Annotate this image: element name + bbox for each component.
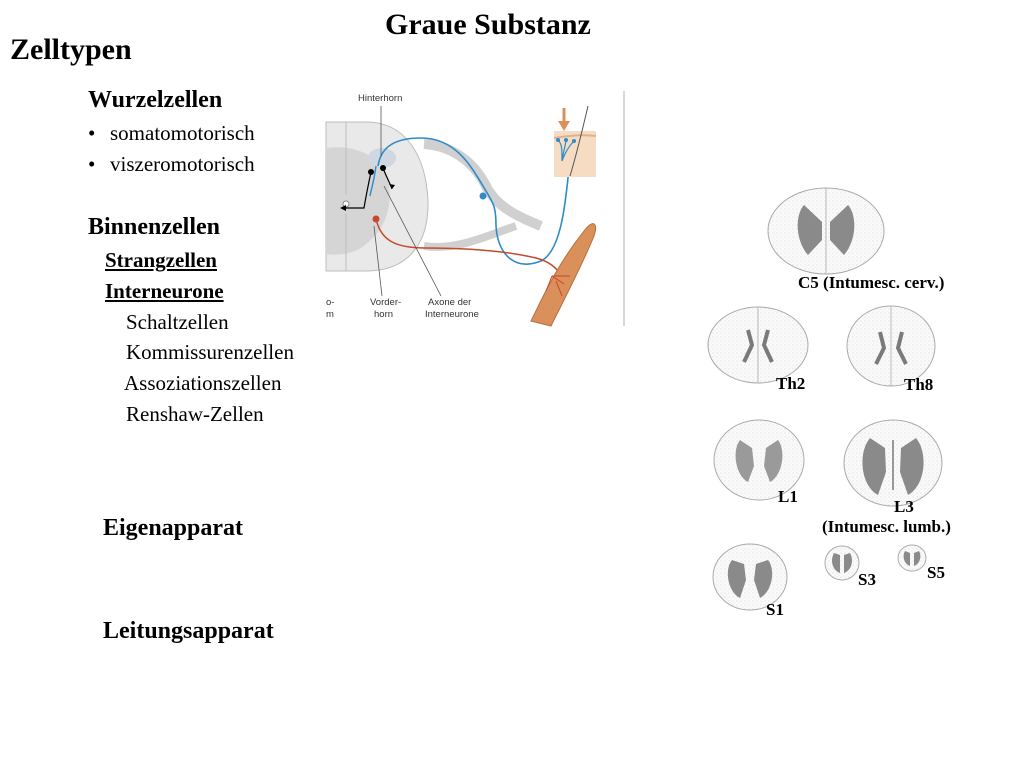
reflex-arc-drawing: [325, 91, 625, 327]
section-s1: [712, 543, 788, 611]
binnenzellen-heading: Binnenzellen: [88, 214, 221, 240]
cut-label: o-: [326, 297, 335, 308]
skin-inset: [554, 131, 596, 177]
eigenapparat-heading: Eigenapparat: [103, 515, 244, 541]
section-s3: [824, 545, 860, 581]
section-label-s5: S5: [927, 563, 945, 582]
leitungsapparat-heading: Leitungsapparat: [103, 618, 274, 644]
section-label-s3: S3: [858, 570, 876, 589]
section-l3: [843, 419, 943, 507]
slide-title: Graue Substanz: [385, 8, 591, 41]
vorderhorn-label: Vorder-: [370, 297, 402, 308]
cut-label: m: [326, 309, 334, 320]
wurzelzellen-item: somatomotorisch: [110, 121, 255, 145]
section-l1: [713, 419, 805, 501]
strangzellen-label: Strangzellen: [105, 248, 217, 272]
section-label-s1: S1: [766, 600, 784, 619]
interneuron-type: Schaltzellen: [126, 310, 229, 334]
section-s5: [897, 544, 927, 572]
section-th8: [846, 305, 936, 387]
bullet: •: [88, 152, 96, 176]
section-c5: [767, 187, 885, 275]
wurzelzellen-item: viszeromotorisch: [110, 152, 255, 176]
wurzelzellen-heading: Wurzelzellen: [88, 87, 223, 113]
hinterhorn-label: Hinterhorn: [358, 93, 403, 104]
interneuron-type: Assoziationszellen: [124, 371, 282, 395]
section-label-th2: Th2: [776, 374, 806, 393]
section-label-c5: C5 (Intumesc. cerv.): [798, 273, 945, 292]
reflex-arc-figure: Hinterhorn Vorder- horn Axone der Intern…: [325, 86, 626, 328]
interneuron-type: Kommissurenzellen: [126, 340, 294, 364]
section-label-th8: Th8: [904, 375, 934, 394]
bullet: •: [88, 121, 96, 145]
arrow-down-icon: [558, 121, 570, 131]
motor-neuron: [375, 218, 563, 277]
section-label-l3: L3: [894, 497, 914, 516]
vorderhorn-label: horn: [374, 309, 394, 320]
axone-label: Interneurone: [425, 309, 479, 320]
interneurone-label: Interneurone: [105, 279, 224, 303]
section-label-l1: L1: [778, 487, 798, 506]
axone-label: Axone der: [428, 297, 472, 308]
section-label-l3-sub: (Intumesc. lumb.): [822, 517, 951, 536]
interneuron-type: Renshaw-Zellen: [126, 402, 264, 426]
section-th2: [707, 306, 809, 384]
slide-subtitle: Zelltypen: [10, 33, 132, 66]
sensory-neuron: [377, 137, 572, 265]
